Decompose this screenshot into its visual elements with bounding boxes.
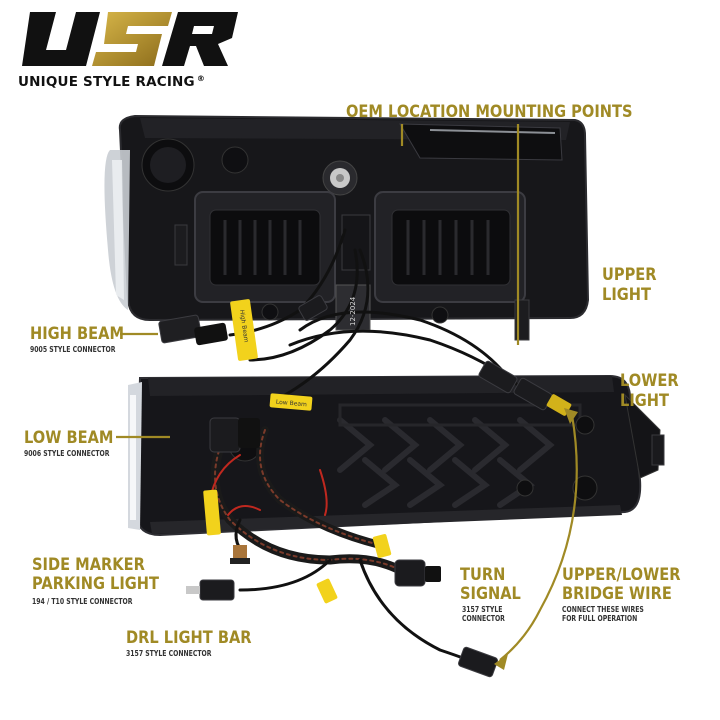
upper-light-housing: [104, 114, 590, 341]
label-high-beam: HIGH BEAM: [30, 324, 124, 344]
tag-high-beam-text: High Beam: [238, 309, 250, 343]
label-drl-light-bar: DRL LIGHT BAR: [126, 628, 252, 648]
brand-logo: UNIQUE STYLE RACING®: [12, 8, 252, 90]
wire-tags: High Beam Low Beam: [203, 299, 392, 604]
label-low-beam: LOW BEAM: [24, 428, 114, 448]
sub-low-beam: 9006 STYLE CONNECTOR: [24, 449, 110, 458]
arrow-head-top: [564, 408, 578, 424]
date-code-text: 12-2024: [349, 296, 357, 326]
sub-high-beam: 9005 STYLE CONNECTOR: [30, 345, 116, 354]
usr-logo-mark: [22, 12, 238, 66]
label-oem-mounting-points: OEM LOCATION MOUNTING POINTS: [346, 102, 633, 122]
arrow-head-bottom: [494, 654, 508, 670]
callout-lines: [116, 124, 578, 661]
lower-light-housing: [128, 374, 665, 537]
sub-side-marker: 194 / T10 STYLE CONNECTOR: [32, 597, 133, 606]
sub-drl: 3157 STYLE CONNECTOR: [126, 649, 212, 658]
brand-tagline: UNIQUE STYLE RACING®: [18, 74, 206, 90]
tag-low-beam-text: Low Beam: [276, 399, 308, 409]
